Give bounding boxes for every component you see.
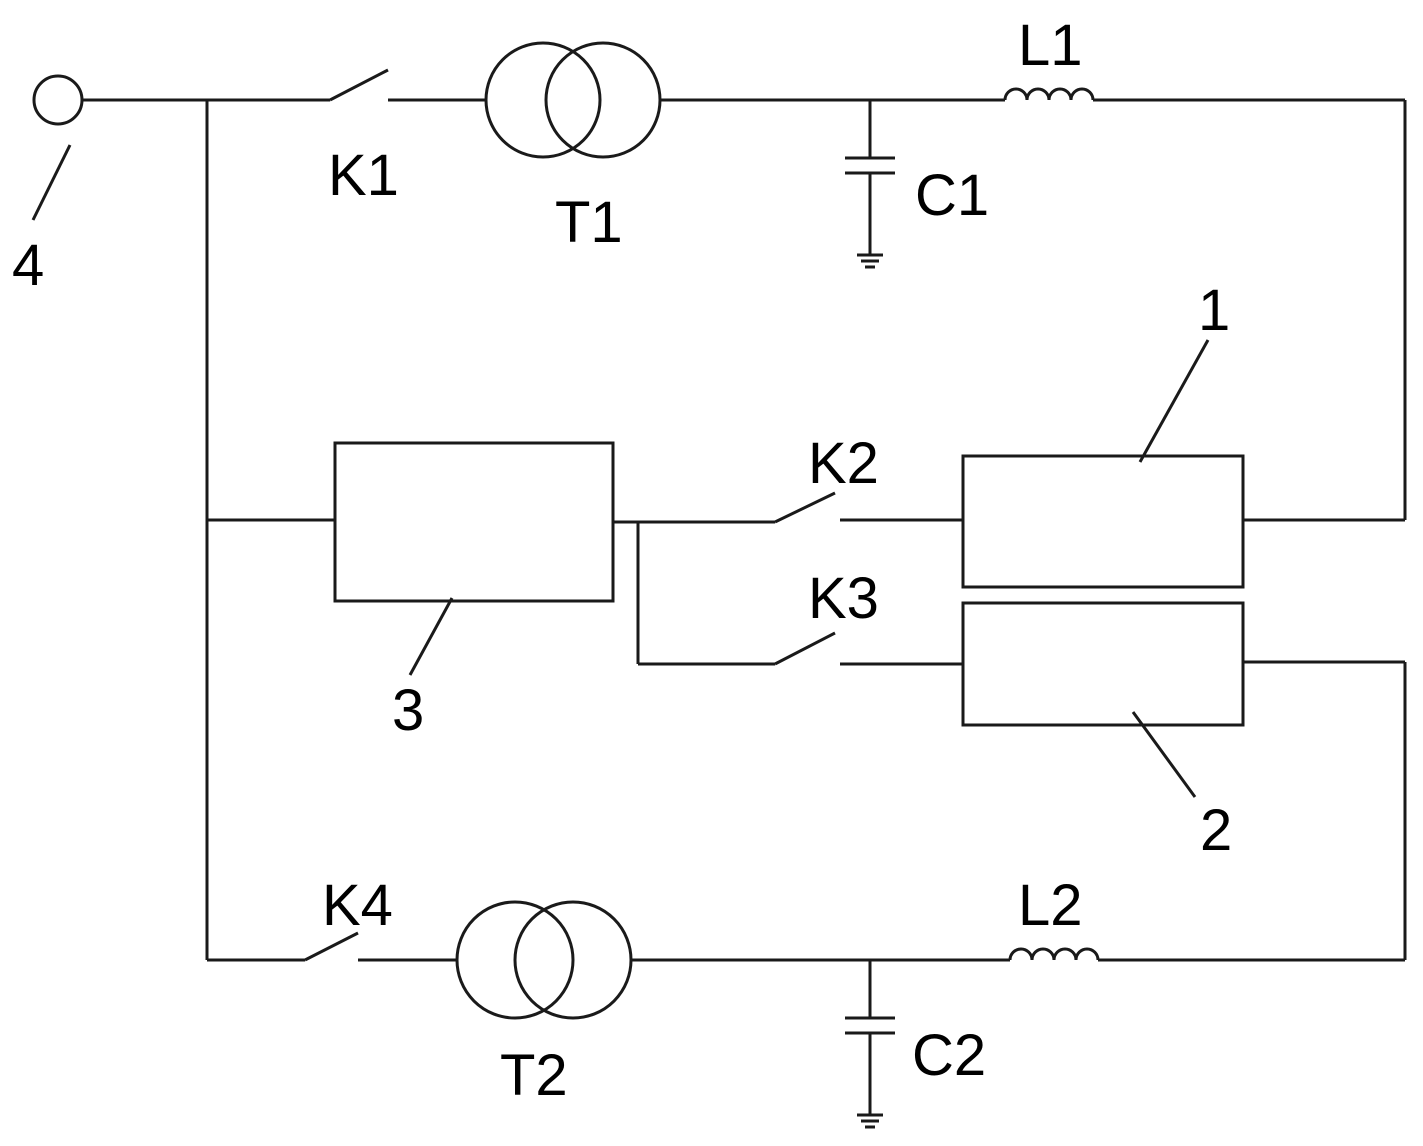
switch-k1 [329,68,486,102]
transformer-t2 [455,900,633,1020]
inductor-l2 [1008,947,1405,962]
label-k3: K3 [808,566,879,631]
switch-k2 [774,491,963,524]
label-c1: C1 [915,163,989,228]
label-block3: 3 [392,678,424,743]
inductor-l1 [1003,87,1405,102]
label-k4: K4 [322,873,393,938]
block-3 [333,441,615,603]
block2-leader [1131,711,1197,798]
block1-leader [1138,339,1210,463]
label-l2: L2 [1018,873,1083,938]
switch-k3 [774,631,963,666]
switch-k4 [304,931,457,962]
label-t2: T2 [500,1043,568,1108]
label-block2: 2 [1200,798,1232,863]
capacitor-c1 [845,100,895,269]
label-terminal: 4 [12,233,44,298]
input-terminal [32,74,84,126]
terminal-leader [31,144,72,221]
label-k1: K1 [328,143,399,208]
label-c2: C2 [912,1023,986,1088]
block3-leader [408,597,454,676]
block-1 [961,454,1245,589]
label-k2: K2 [808,431,879,496]
label-l1: L1 [1018,13,1083,78]
label-t1: T1 [555,190,623,255]
block-2 [961,601,1245,727]
transformer-t1 [484,41,662,159]
capacitor-c2 [845,960,895,1129]
label-block1: 1 [1198,278,1230,343]
